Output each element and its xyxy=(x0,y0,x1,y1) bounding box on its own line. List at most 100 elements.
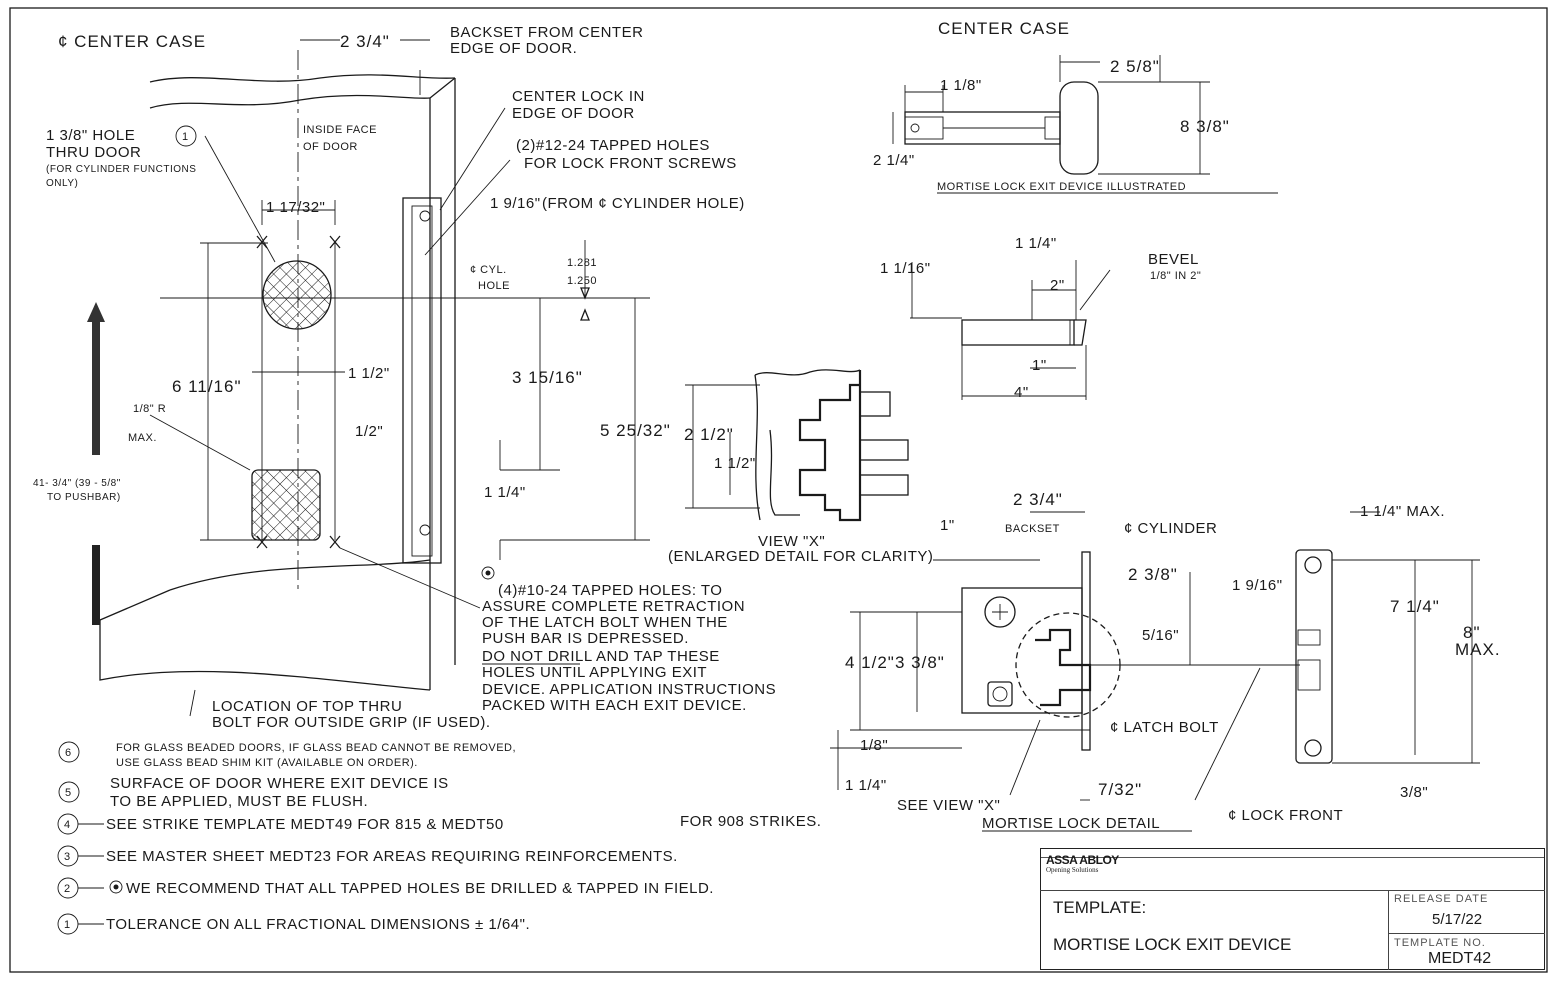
cylinder-label: ¢ CYLINDER xyxy=(1124,520,1217,537)
dim-1-8: 1/8" xyxy=(860,737,888,754)
note-6: 6 FOR GLASS BEADED DOORS, IF GLASS BEAD … xyxy=(58,741,516,769)
svg-text:(4)#10-24 TAPPED HOLES: TO: (4)#10-24 TAPPED HOLES: TO xyxy=(498,582,722,599)
svg-text:TOLERANCE ON ALL FRACTIONAL DI: TOLERANCE ON ALL FRACTIONAL DIMENSIONS ±… xyxy=(106,916,530,933)
backset-note-2: EDGE OF DOOR. xyxy=(450,40,577,57)
dim-1: 1" xyxy=(1032,357,1047,374)
title-block xyxy=(1040,848,1545,970)
svg-text:OF THE LATCH BOLT WHEN THE: OF THE LATCH BOLT WHEN THE xyxy=(482,614,728,631)
dim-2-1-4: 2 1/4" xyxy=(873,152,915,169)
svg-text:5: 5 xyxy=(65,787,72,799)
title-block-divider-right xyxy=(1388,933,1545,934)
svg-text:FOR GLASS BEADED DOORS, IF GLA: FOR GLASS BEADED DOORS, IF GLASS BEAD CA… xyxy=(116,742,516,754)
dim-7-32: 7/32" xyxy=(1098,780,1142,799)
company-logo-subtitle: Opening Solutions xyxy=(1046,866,1099,874)
dim-1-1-16: 1 1/16" xyxy=(880,260,931,277)
hole-note: 1 3/8" HOLE xyxy=(46,127,135,144)
svg-text:HOLES UNTIL APPLYING EXIT: HOLES UNTIL APPLYING EXIT xyxy=(482,664,707,681)
svg-text:6: 6 xyxy=(65,747,72,759)
svg-text:PACKED WITH EACH EXIT DEVICE.: PACKED WITH EACH EXIT DEVICE. xyxy=(482,697,747,714)
dim-4: 4" xyxy=(1014,384,1029,401)
see-view-x-label: SEE VIEW "X" xyxy=(897,797,1000,814)
svg-text:1: 1 xyxy=(182,131,189,143)
height-note: 41- 3/4" (39 - 5/8" xyxy=(33,478,121,489)
svg-text:TO BE APPLIED, MUST BE FLUSH.: TO BE APPLIED, MUST BE FLUSH. xyxy=(110,793,368,810)
height-note-2: TO PUSHBAR) xyxy=(47,492,121,503)
note-1-bubble xyxy=(175,125,197,147)
dim-3-3-8: 3 3/8" xyxy=(895,653,945,672)
title-block-divider-vertical xyxy=(1388,890,1389,970)
view-x-label: VIEW "X" xyxy=(758,533,825,550)
svg-text:2: 2 xyxy=(64,883,71,895)
latch-bolt-label: ¢ LATCH BOLT xyxy=(1110,719,1219,736)
svg-text:ASSURE COMPLETE RETRACTION: ASSURE COMPLETE RETRACTION xyxy=(482,598,745,615)
svg-text:SEE MASTER SHEET MEDT23 FOR AR: SEE MASTER SHEET MEDT23 FOR AREAS REQUIR… xyxy=(106,848,678,865)
dim-1-1-8: 1 1/8" xyxy=(940,77,982,94)
from-cyl-hole-label: (FROM ¢ CYLINDER HOLE) xyxy=(542,195,745,212)
lock-front-label: ¢ LOCK FRONT xyxy=(1228,807,1343,824)
dim-7-1-4: 7 1/4" xyxy=(1390,597,1440,616)
thru-bolt-cutout xyxy=(251,469,321,541)
dim-5-25-32: 5 25/32" xyxy=(600,421,671,440)
center-case-label: ¢ CENTER CASE xyxy=(58,32,206,51)
note-3: 3 SEE MASTER SHEET MEDT23 FOR AREAS REQU… xyxy=(57,845,678,867)
release-date-label: RELEASE DATE xyxy=(1394,893,1489,905)
dim-6-11-16: 6 11/16" xyxy=(172,377,242,396)
dim-half: 1/2" xyxy=(355,423,383,440)
company-logo: ASSA ABLOY xyxy=(1046,853,1119,867)
thru-bolt-label: LOCATION OF TOP THRU xyxy=(212,698,402,715)
center-lock-label: CENTER LOCK IN xyxy=(512,88,645,105)
sheet-border xyxy=(9,7,1548,973)
svg-text:SEE STRIKE TEMPLATE MEDT49 FOR: SEE STRIKE TEMPLATE MEDT49 FOR 815 & MED… xyxy=(106,816,504,833)
cylinder-hole xyxy=(262,260,332,330)
template-name: MORTISE LOCK EXIT DEVICE xyxy=(1053,935,1292,954)
dim-8-max: 8" xyxy=(1463,623,1481,642)
dim-1-quarter: 1 1/4" xyxy=(484,484,526,501)
dim-1-1-2: 1 1/2" xyxy=(714,455,756,472)
inside-face-label-2: OF DOOR xyxy=(303,141,358,153)
inside-face-label: INSIDE FACE xyxy=(303,124,377,136)
cyl-hole-label: ¢ CYL. xyxy=(470,264,507,276)
dim-1-1-4-bottom: 1 1/4" xyxy=(845,777,887,794)
dim-2: 2" xyxy=(1050,277,1065,294)
tapped-holes-label-2: FOR LOCK FRONT SCREWS xyxy=(524,155,737,172)
backset-label: BACKSET xyxy=(1005,523,1060,535)
dim-2-3-4: 2 3/4" xyxy=(1013,490,1063,509)
main-door-view xyxy=(87,39,650,717)
dim-1281: 1.281 xyxy=(567,257,597,269)
note-4: 4 SEE STRIKE TEMPLATE MEDT49 FOR 815 & M… xyxy=(57,813,821,835)
dim-1-inch: 1" xyxy=(940,517,955,534)
hole-cyl-label: (FOR CYLINDER FUNCTIONS xyxy=(46,164,196,175)
thru-bolt-label-2: BOLT FOR OUTSIDE GRIP (IF USED). xyxy=(212,714,491,731)
backset-dim: 2 3/4" xyxy=(340,32,390,51)
cyl-hole-label-2: HOLE xyxy=(478,280,510,292)
note-2: 2 WE RECOMMEND THAT ALL TAPPED HOLES BE … xyxy=(57,877,713,899)
svg-text:SURFACE OF DOOR WHERE EXIT DEV: SURFACE OF DOOR WHERE EXIT DEVICE IS xyxy=(110,775,449,792)
hole-only-label: ONLY) xyxy=(46,178,78,189)
note-5: 5 SURFACE OF DOOR WHERE EXIT DEVICE IS T… xyxy=(58,775,449,810)
dim-3-8: 3/8" xyxy=(1400,784,1428,801)
notes-list: 6 FOR GLASS BEADED DOORS, IF GLASS BEAD … xyxy=(57,741,821,935)
dim-3-15-16: 3 15/16" xyxy=(512,368,583,387)
radius-label: 1/8" R xyxy=(133,403,166,415)
dim-1-1-4: 1 1/4" xyxy=(1015,235,1057,252)
mortise-lock-detail: 2 3/4" BACKSET 1" ¢ CYLINDER 1 1/4" MAX.… xyxy=(830,490,1500,832)
svg-text:USE GLASS BEAD SHIM KIT (AVAIL: USE GLASS BEAD SHIM KIT (AVAILABLE ON OR… xyxy=(116,757,418,769)
dim-1-1-4-max: 1 1/4" MAX. xyxy=(1360,503,1445,520)
radius-max-label: MAX. xyxy=(128,432,157,444)
bevel-label: BEVEL xyxy=(1148,251,1199,268)
svg-text:1: 1 xyxy=(64,919,71,931)
dim-4-1-2: 4 1/2" xyxy=(845,653,895,672)
template-number-label: TEMPLATE NO. xyxy=(1394,937,1486,949)
backset-note: BACKSET FROM CENTER xyxy=(450,24,643,41)
dim-8-3-8: 8 3/8" xyxy=(1180,117,1230,136)
view-x-detail: 2 1/2" 1 1/2" VIEW "X" (ENLARGED DETAIL … xyxy=(668,369,933,565)
view-x-caption: (ENLARGED DETAIL FOR CLARITY) xyxy=(668,548,933,565)
bevel-ratio: 1/8" IN 2" xyxy=(1150,270,1201,282)
template-label: TEMPLATE: xyxy=(1053,898,1147,917)
dim-1-9-16-mortise: 1 9/16" xyxy=(1232,577,1283,594)
note-1: 1 TOLERANCE ON ALL FRACTIONAL DIMENSIONS… xyxy=(57,913,530,935)
svg-text:DO NOT DRILL AND TAP THESE: DO NOT DRILL AND TAP THESE xyxy=(482,648,720,665)
template-number: MEDT42 xyxy=(1428,950,1492,967)
